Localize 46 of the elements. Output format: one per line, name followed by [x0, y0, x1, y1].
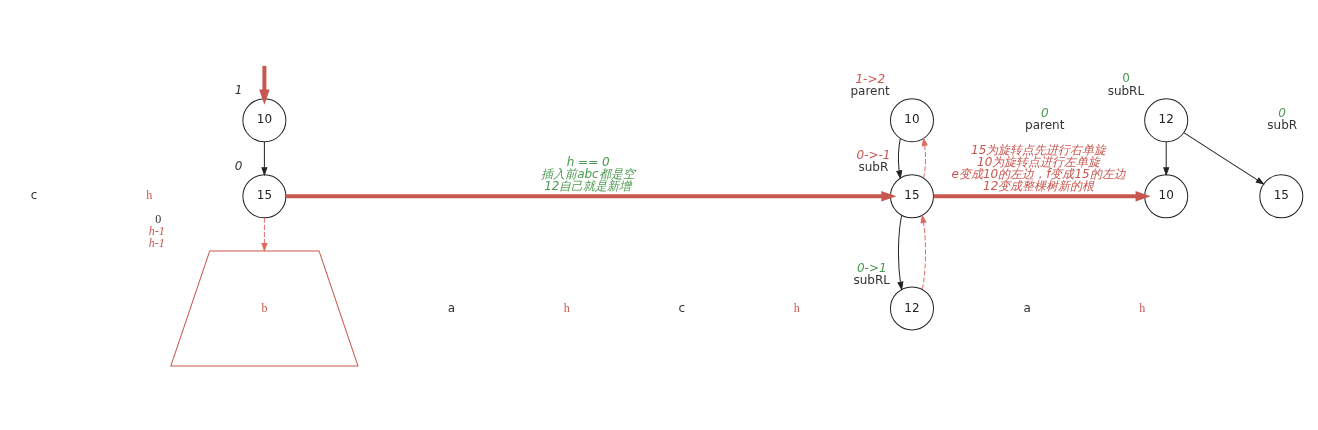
- node-circle: 12: [1144, 97, 1189, 142]
- node-circle: 12: [889, 285, 934, 330]
- label: h: [793, 300, 800, 315]
- node-label: subRL: [1107, 83, 1145, 98]
- node-label: h-1: [148, 223, 165, 238]
- arrow: [261, 217, 268, 251]
- label: a: [1023, 300, 1031, 315]
- node-label: h-1: [148, 235, 165, 250]
- arrow: [933, 190, 1151, 202]
- node-circle: 10: [242, 97, 287, 142]
- node-label: subR: [1267, 117, 1298, 132]
- label: c: [678, 300, 686, 315]
- node-label: subRL: [853, 272, 890, 287]
- node-label: 0: [155, 211, 162, 226]
- node-label: 0->1: [856, 260, 887, 275]
- label: c: [30, 187, 38, 202]
- label: a: [447, 300, 456, 315]
- edge-label: h == 0 插入前abc都是空 12自己就是新增: [541, 154, 635, 193]
- arrow: [897, 214, 904, 290]
- node-circle: 15: [242, 173, 287, 218]
- arrow: [1183, 131, 1264, 184]
- node-label: 0: [1278, 105, 1286, 120]
- node-label: parent: [1025, 117, 1065, 132]
- node-label: parent: [850, 83, 890, 98]
- node-circle: 15: [889, 173, 934, 218]
- label: h: [146, 187, 153, 202]
- node-label: 0->-1: [856, 147, 891, 162]
- node-circle: 10: [889, 97, 934, 142]
- node-label: 0: [234, 158, 243, 173]
- node-label: 0: [1122, 70, 1130, 85]
- arrow: [920, 214, 927, 290]
- arrow: [285, 190, 897, 202]
- node-label: subR: [858, 159, 889, 174]
- arrow: [1163, 140, 1170, 175]
- arrow: [896, 137, 903, 178]
- arrow: [261, 140, 268, 175]
- node-circle: 15: [1259, 173, 1304, 218]
- node-label: 0: [1041, 105, 1049, 120]
- edge-label: 15为旋转点先进行右单旋 10为旋转点进行左单旋 e变成10的左边，f变成15的左边 12变成整棵树新的根: [951, 142, 1126, 193]
- label: h: [1139, 300, 1146, 315]
- label: h: [563, 300, 570, 315]
- arrow: [921, 137, 928, 178]
- node-circle: 10: [1144, 173, 1189, 218]
- arrow: [259, 65, 270, 105]
- node-label: 1: [234, 82, 243, 97]
- node-label: 1->2: [855, 71, 886, 86]
